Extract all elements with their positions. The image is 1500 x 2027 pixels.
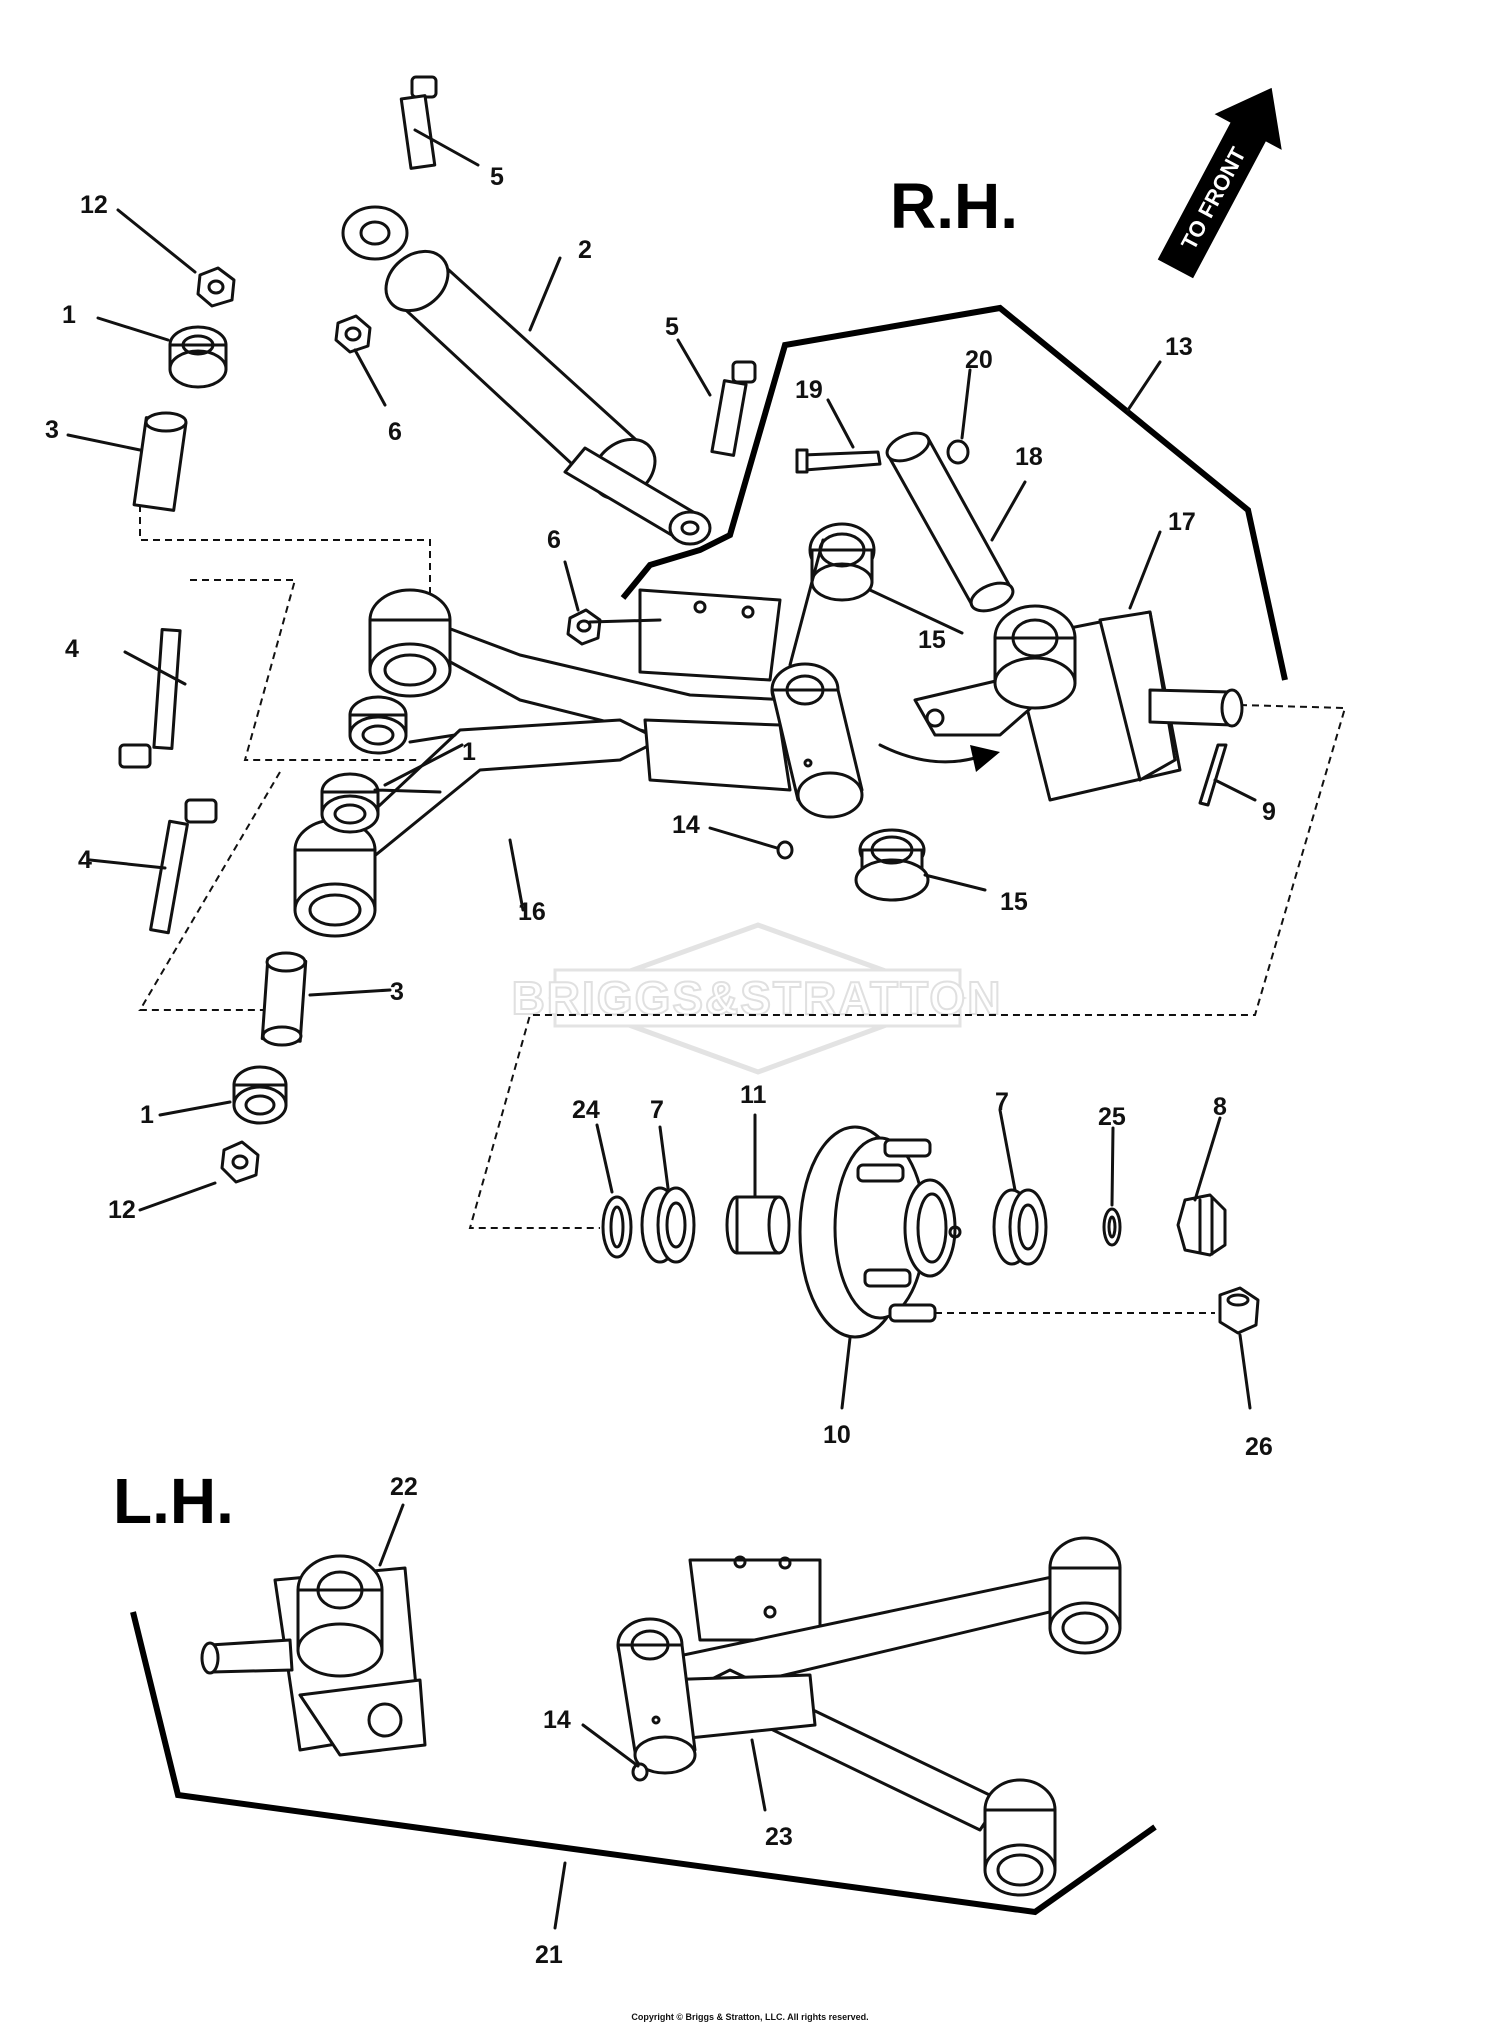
callout-13: 13 — [1165, 333, 1193, 361]
callout-16: 16 — [518, 898, 546, 926]
callout-24: 24 — [572, 1096, 600, 1124]
bolt-part-5-top — [399, 75, 438, 170]
spindle-part-22 — [200, 1554, 427, 1757]
bushing-part-1-mid-b — [320, 772, 380, 834]
nut-part-12-top — [196, 266, 236, 308]
callout-4-top: 4 — [65, 635, 79, 663]
nut-part-12-bottom — [220, 1140, 260, 1184]
callout-5-mid: 5 — [665, 313, 679, 341]
bearing-part-7-left — [640, 1186, 696, 1264]
spacer-part-11 — [725, 1195, 791, 1255]
callout-14-bottom: 14 — [543, 1706, 571, 1734]
callout-1-top: 1 — [62, 301, 76, 329]
callout-3-top: 3 — [45, 416, 59, 444]
washer-part-25 — [1102, 1207, 1122, 1247]
assembly-direction-arrow-icon — [878, 743, 1000, 772]
castle-nut-part-8 — [1176, 1193, 1227, 1257]
a-arm-part-23 — [616, 1536, 1122, 1897]
sleeve-part-3-bottom — [260, 951, 308, 1047]
bolt-part-5-mid — [710, 360, 757, 457]
callout-1-mid: 1 — [462, 738, 476, 766]
bushing-part-1-mid-a — [348, 695, 408, 755]
callout-1-bottom: 1 — [140, 1101, 154, 1129]
callout-12-bottom: 12 — [108, 1196, 136, 1224]
brand-watermark: BRIGGS&STRATTON — [511, 922, 1003, 1075]
bushing-part-1-bottom — [232, 1065, 288, 1125]
callout-18: 18 — [1015, 443, 1043, 471]
nut-part-6-top — [334, 314, 372, 354]
callout-10: 10 — [823, 1421, 851, 1449]
rh-assembly-bracket — [620, 304, 1288, 681]
callout-7-left: 7 — [650, 1096, 664, 1124]
to-front-arrow-icon: TO FRONT — [1157, 87, 1282, 279]
callout-25: 25 — [1098, 1103, 1126, 1131]
callout-7-right: 7 — [995, 1088, 1009, 1116]
callout-15-top: 15 — [918, 626, 946, 654]
pivot-pin-part-18 — [885, 431, 1015, 613]
callout-3-bottom: 3 — [390, 978, 404, 1006]
seal-part-24 — [601, 1195, 633, 1259]
cotter-pin-part-9 — [1198, 743, 1228, 807]
callout-12-top: 12 — [80, 191, 108, 219]
callout-26: 26 — [1245, 1433, 1273, 1461]
nut-part-6-mid — [566, 608, 602, 646]
spindle-part-17 — [913, 604, 1244, 802]
callout-19: 19 — [795, 376, 823, 404]
a-arm-part-16 — [293, 588, 864, 938]
rh-label: R.H. — [890, 170, 1018, 242]
callout-23: 23 — [765, 1823, 793, 1851]
lh-assembly-bracket — [130, 1611, 1157, 1916]
callout-6-top: 6 — [388, 418, 402, 446]
assembly-lines — [138, 505, 1347, 1314]
callout-15-bottom: 15 — [1000, 888, 1028, 916]
callout-labels: 5 12 2 1 5 13 20 19 3 6 18 17 6 15 4 1 9… — [45, 163, 1276, 1969]
shock-absorber-part-2 — [341, 205, 712, 546]
bushing-part-1-top — [168, 325, 228, 389]
callout-2: 2 — [578, 236, 592, 264]
bushing-part-15-top — [808, 522, 876, 602]
callout-17: 17 — [1168, 508, 1196, 536]
callout-20: 20 — [965, 346, 993, 374]
callout-22: 22 — [390, 1473, 418, 1501]
callout-8: 8 — [1213, 1093, 1227, 1121]
grease-fitting-part-14-top — [776, 758, 813, 860]
callout-21: 21 — [535, 1941, 563, 1969]
callout-4-bottom: 4 — [78, 846, 92, 874]
hub-part-10 — [798, 1125, 962, 1339]
callout-5-top: 5 — [490, 163, 504, 191]
sleeve-part-3-top — [132, 411, 188, 512]
bolt-part-4-bottom — [149, 798, 218, 935]
callout-9: 9 — [1262, 798, 1276, 826]
watermark-text: BRIGGS&STRATTON — [512, 972, 1003, 1024]
lh-label: L.H. — [113, 1465, 234, 1537]
bolt-part-4-top — [118, 628, 182, 769]
bearing-part-7-right — [992, 1188, 1048, 1266]
lug-nut-part-26 — [1218, 1286, 1260, 1335]
bushing-part-15-bottom — [854, 828, 930, 902]
grease-fitting-part-14-bottom — [631, 1762, 649, 1782]
nut-part-20 — [946, 439, 970, 465]
callout-6-mid: 6 — [547, 526, 561, 554]
leader-lines — [66, 128, 1257, 1812]
pin-part-19 — [795, 448, 882, 474]
callout-11: 11 — [740, 1081, 767, 1109]
copyright-notice: Copyright © Briggs & Stratton, LLC. All … — [631, 2012, 868, 2022]
callout-14-top: 14 — [672, 811, 700, 839]
